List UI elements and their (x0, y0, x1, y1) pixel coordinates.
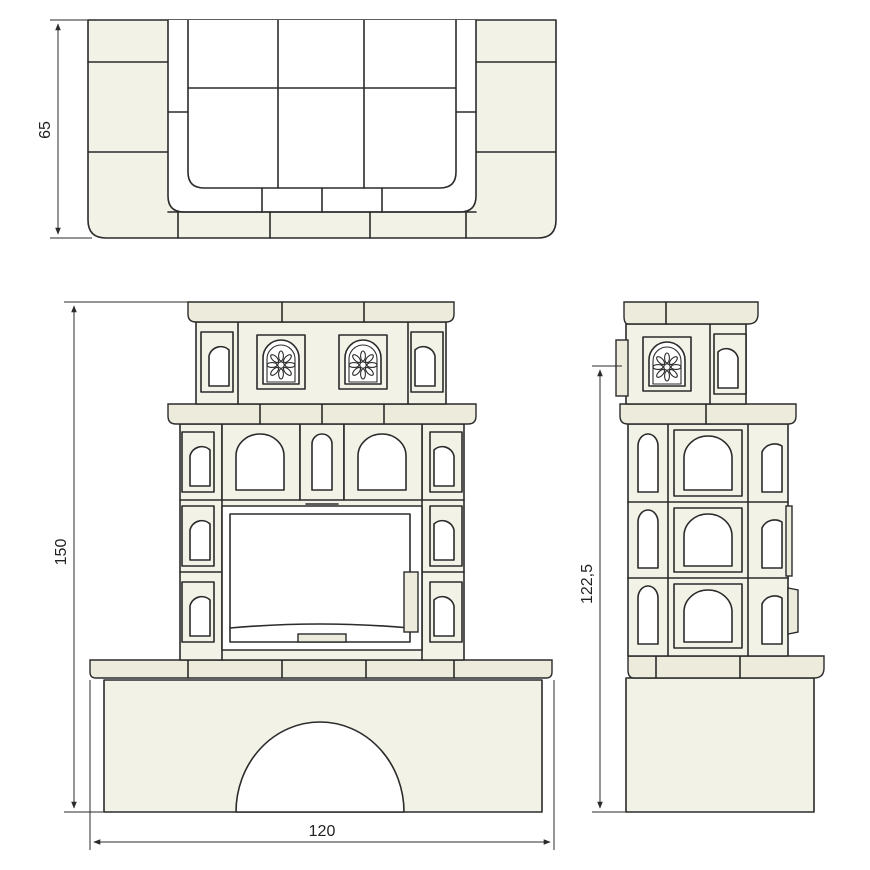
top-view (87, 19, 557, 239)
dimension-front-width: 120 (89, 680, 555, 850)
dimension-label-122-5: 122,5 (579, 564, 596, 604)
dimension-label-65: 65 (37, 121, 54, 139)
front-view (89, 301, 553, 813)
dimension-front-height: 150 (53, 301, 190, 813)
dimension-side-height: 122,5 (579, 365, 628, 813)
dimension-label-120: 120 (309, 823, 336, 840)
dimension-label-150: 150 (53, 539, 70, 566)
side-view (615, 301, 825, 813)
dimension-top-depth: 65 (37, 19, 92, 239)
